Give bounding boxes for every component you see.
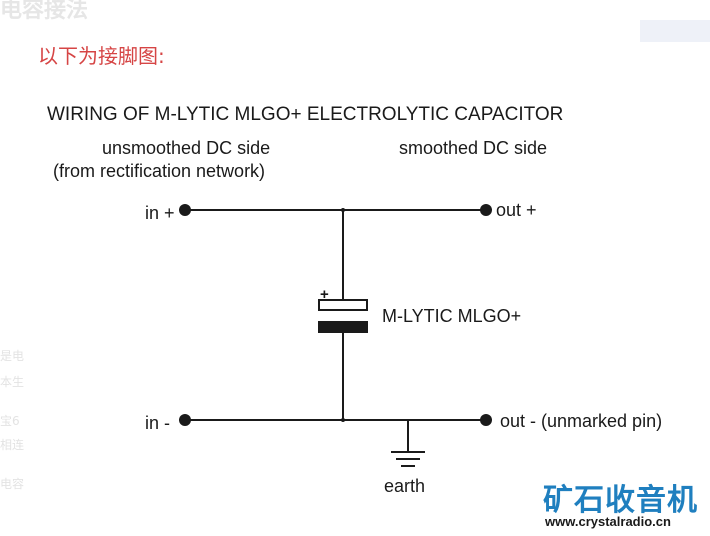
capacitor-negative-plate bbox=[318, 321, 368, 333]
ghost-text-fragment: 相连 bbox=[0, 438, 25, 452]
in-minus-label: in - bbox=[145, 413, 170, 433]
terminal-in-plus bbox=[179, 204, 191, 216]
capacitor-label: M-LYTIC MLGO+ bbox=[382, 306, 521, 326]
page-heading: 以下为接脚图: bbox=[38, 44, 165, 68]
left-header-line2: (from rectification network) bbox=[53, 161, 265, 181]
earth-label: earth bbox=[384, 476, 425, 496]
out-minus-label: out - (unmarked pin) bbox=[500, 411, 662, 431]
terminal-out-plus bbox=[480, 204, 492, 216]
right-header: smoothed DC side bbox=[399, 138, 547, 158]
diagram-title: WIRING OF M-LYTIC MLGO+ ELECTROLYTIC CAP… bbox=[47, 104, 563, 125]
earth-icon bbox=[391, 451, 425, 467]
junction-top bbox=[341, 208, 345, 212]
ghost-button bbox=[640, 20, 710, 42]
left-header-line1: unsmoothed DC side bbox=[102, 138, 270, 158]
terminal-out-minus bbox=[480, 414, 492, 426]
ghost-text-fragment: 是电 bbox=[0, 349, 25, 363]
out-plus-label: out + bbox=[496, 200, 537, 220]
watermark-brand: 矿石收音机 bbox=[543, 483, 698, 518]
ghost-text-fragment: 电容 bbox=[0, 477, 25, 491]
polarity-mark: + bbox=[320, 286, 329, 303]
in-plus-label: in + bbox=[145, 203, 175, 223]
ghost-text-fragment: 本生 bbox=[0, 375, 25, 389]
ghost-page-title: 电容接法 bbox=[0, 0, 89, 23]
terminal-in-minus bbox=[179, 414, 191, 426]
junction-bottom bbox=[341, 418, 345, 422]
capacitor-positive-plate bbox=[318, 299, 368, 311]
ghost-text-fragment: 宝6 bbox=[0, 414, 20, 428]
watermark-url: www.crystalradio.cn bbox=[545, 514, 671, 529]
